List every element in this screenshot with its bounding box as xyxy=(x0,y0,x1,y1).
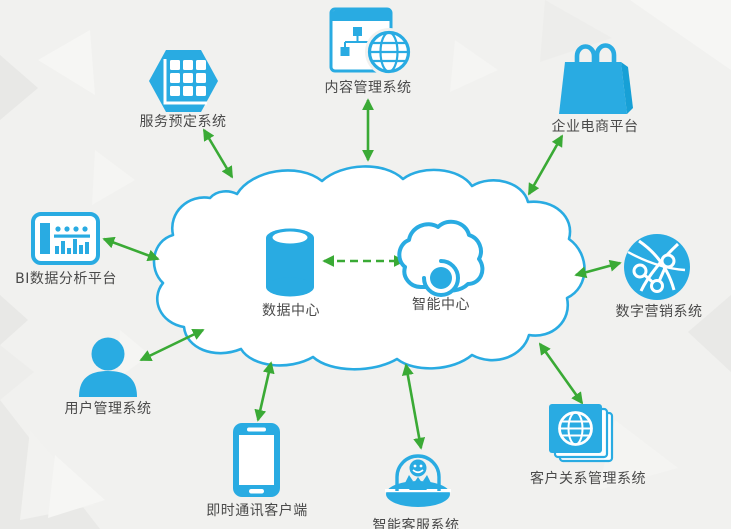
link-user-management-arrow xyxy=(139,328,205,362)
crm-label: 客户关系管理系统 xyxy=(530,471,646,487)
link-digital-marketing-arrow xyxy=(574,259,622,279)
link-crm-arrow xyxy=(538,342,584,405)
network-globe-icon xyxy=(624,234,690,300)
shopping-bag-icon xyxy=(559,43,633,114)
smart-cloud-icon xyxy=(397,219,485,297)
ai-center-label: 智能中心 xyxy=(412,297,470,313)
dashboard-icon xyxy=(31,212,100,265)
smartphone-icon xyxy=(233,423,280,497)
bi-analytics-label: BI数据分析平台 xyxy=(15,271,117,287)
cloud-shape xyxy=(152,165,586,371)
user-management-label: 用户管理系统 xyxy=(64,401,152,417)
database-icon xyxy=(266,228,314,297)
link-bi-analytics-arrow xyxy=(102,236,160,262)
link-smart-customer-service-arrow xyxy=(401,363,426,450)
link-im-client-arrow xyxy=(254,361,275,422)
connector-arrows xyxy=(102,98,622,450)
data-center-label: 数据中心 xyxy=(262,303,320,319)
sitemap-globe-icon xyxy=(329,7,413,76)
user-icon xyxy=(79,337,137,397)
link-service-booking-arrow xyxy=(202,128,234,179)
link-ecommerce-arrow xyxy=(527,134,564,196)
content-management-label: 内容管理系统 xyxy=(324,80,412,96)
service-agent-icon xyxy=(385,454,451,507)
im-client-label: 即时通讯客户端 xyxy=(206,503,308,519)
hexagon-grid-icon xyxy=(149,50,218,112)
enterprise-ecommerce-label: 企业电商平台 xyxy=(551,119,639,135)
globe-stack-icon xyxy=(549,404,614,463)
smart-customer-service-label: 智能客服系统 xyxy=(372,518,460,529)
digital-marketing-label: 数字营销系统 xyxy=(615,304,703,320)
service-booking-label: 服务预定系统 xyxy=(139,114,227,130)
